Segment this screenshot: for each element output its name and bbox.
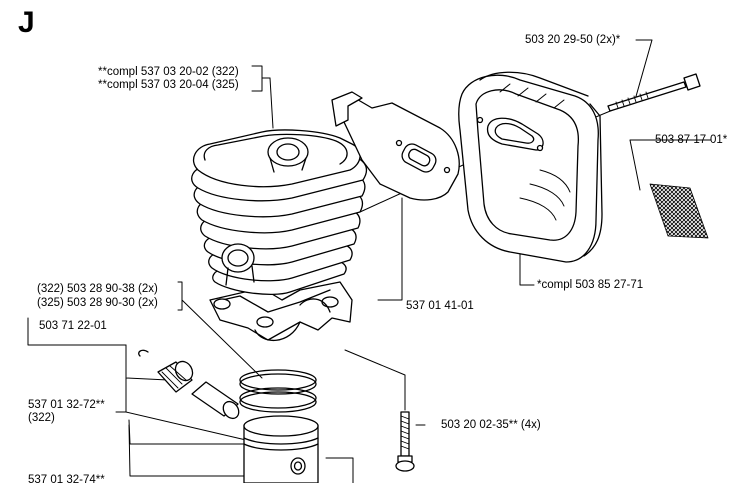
- label-piston-325: 537 01 32-74**: [28, 474, 105, 486]
- spark-arrestor-screen: [649, 183, 709, 239]
- label-piston-322: 537 01 32-72**: [28, 399, 105, 411]
- muffler: [458, 71, 603, 263]
- label-cylinder-screw: 503 20 02-35** (4x): [441, 419, 541, 431]
- needle-bearing: [138, 349, 194, 393]
- piston-pin: [191, 381, 240, 420]
- label-ring-322: (322) 503 28 90-38 (2x): [37, 283, 158, 295]
- cylinder-screw: [395, 411, 415, 472]
- label-cylinder-325: **compl 537 03 20-04 (325): [98, 79, 239, 91]
- muffler-bolt: [607, 73, 701, 112]
- label-ring-325: (325) 503 28 90-30 (2x): [37, 297, 158, 309]
- leader-lines: [27, 39, 712, 483]
- piston-rings: [239, 369, 317, 413]
- piston: [243, 415, 319, 483]
- section-letter: J: [18, 6, 35, 39]
- cylinder: [191, 129, 368, 342]
- label-muffler-bolt: 503 20 29-50 (2x)*: [525, 34, 621, 46]
- label-piston-322-model: (322): [28, 412, 55, 424]
- label-bearing: 503 71 22-01: [39, 320, 107, 332]
- label-spark-screen: 503 87 17-01*: [655, 134, 728, 146]
- label-cylinder-322: **compl 537 03 20-02 (322): [98, 66, 239, 78]
- label-gasket: 537 01 41-01: [406, 300, 474, 312]
- muffler-gasket: [331, 91, 460, 201]
- label-muffler-compl: *compl 503 85 27-71: [537, 279, 644, 291]
